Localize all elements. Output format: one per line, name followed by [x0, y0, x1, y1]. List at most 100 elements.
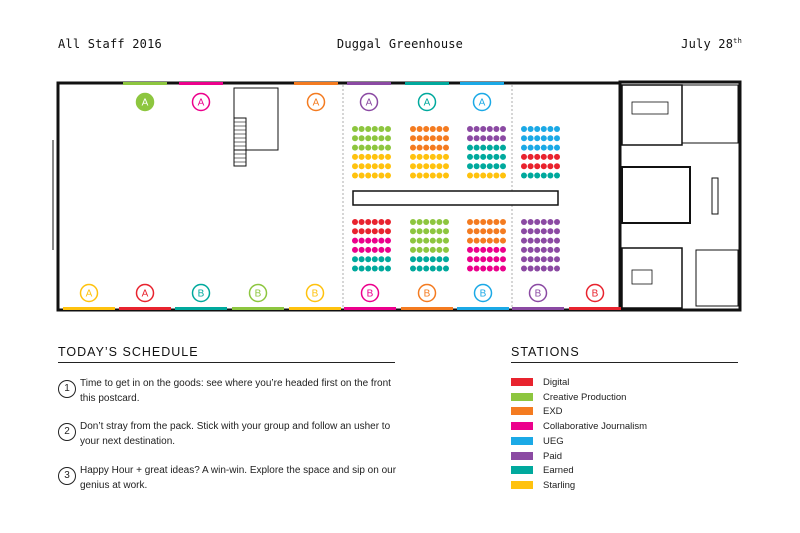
station-b-letter: B	[198, 289, 205, 300]
seat	[365, 163, 372, 170]
seat	[500, 135, 506, 142]
seat	[527, 172, 534, 179]
seat	[527, 219, 534, 225]
seat	[473, 228, 480, 235]
seat	[385, 219, 391, 225]
seat	[500, 219, 506, 225]
seat	[436, 135, 443, 142]
seat	[467, 163, 473, 170]
station-a-marker	[359, 92, 379, 112]
seat	[365, 219, 372, 225]
seat	[385, 135, 391, 142]
seat	[358, 163, 365, 170]
seat	[486, 219, 493, 225]
seat	[423, 153, 430, 160]
seat	[436, 228, 443, 235]
seat	[534, 144, 541, 151]
station-a-letter: A	[424, 98, 431, 109]
seat	[423, 265, 430, 272]
seat	[534, 126, 541, 132]
station-b-marker	[191, 283, 211, 303]
seat	[385, 265, 391, 272]
station-swatch	[511, 378, 533, 386]
seat	[416, 153, 423, 160]
seat	[473, 126, 480, 132]
seat	[521, 153, 527, 160]
seat	[547, 256, 554, 263]
seat	[500, 126, 506, 132]
seat	[416, 228, 423, 235]
seat	[443, 219, 449, 225]
seat	[493, 237, 500, 244]
seat	[365, 172, 372, 179]
station-a-marker	[79, 283, 99, 303]
seat	[385, 163, 391, 170]
seat	[527, 237, 534, 244]
seat	[378, 228, 385, 235]
seat	[480, 256, 487, 263]
seat	[429, 219, 436, 225]
seat	[436, 219, 443, 225]
seat	[493, 153, 500, 160]
seat	[443, 172, 449, 179]
seat	[473, 219, 480, 225]
station-b-marker	[473, 283, 493, 303]
seat	[358, 135, 365, 142]
seat	[486, 256, 493, 263]
seat	[371, 228, 378, 235]
seat	[467, 237, 473, 244]
seat	[365, 246, 372, 253]
stair-block	[233, 87, 279, 151]
seat	[527, 144, 534, 151]
station-b-marker	[585, 283, 605, 303]
seat	[371, 246, 378, 253]
seat	[436, 126, 443, 132]
seat	[365, 228, 372, 235]
seat	[534, 256, 541, 263]
seat	[436, 153, 443, 160]
seat	[385, 228, 391, 235]
seat	[436, 246, 443, 253]
seat	[500, 163, 506, 170]
seat	[385, 153, 391, 160]
seat	[443, 228, 449, 235]
seat	[371, 219, 378, 225]
station-a-letter: A	[313, 98, 320, 109]
seat	[467, 144, 473, 151]
seat	[493, 219, 500, 225]
seat	[436, 265, 443, 272]
seat	[443, 265, 449, 272]
station-b-letter: B	[367, 289, 374, 300]
seat	[480, 237, 487, 244]
seat	[416, 219, 423, 225]
seat	[416, 237, 423, 244]
seat	[416, 246, 423, 253]
station-swatch	[511, 393, 533, 401]
seat	[443, 126, 449, 132]
seat	[493, 172, 500, 179]
seat	[500, 228, 506, 235]
seat	[500, 256, 506, 263]
wall-strip	[123, 82, 167, 85]
seat	[378, 144, 385, 151]
seat	[410, 163, 416, 170]
seat	[500, 144, 506, 151]
seat	[540, 265, 547, 272]
seat	[423, 172, 430, 179]
seat	[352, 172, 358, 179]
seat	[486, 144, 493, 151]
room-bottom	[621, 247, 683, 309]
seat	[423, 228, 430, 235]
step-number: 3	[58, 467, 76, 485]
seat	[540, 228, 547, 235]
seat	[521, 237, 527, 244]
seat	[500, 265, 506, 272]
station-a-marker	[306, 92, 326, 112]
seat	[540, 172, 547, 179]
station-legend-item: Paid	[511, 450, 741, 464]
header-event-title: All Staff 2016	[58, 37, 162, 51]
seat	[521, 135, 527, 142]
seat	[493, 126, 500, 132]
seat	[521, 144, 527, 151]
wall-strip	[512, 307, 564, 310]
